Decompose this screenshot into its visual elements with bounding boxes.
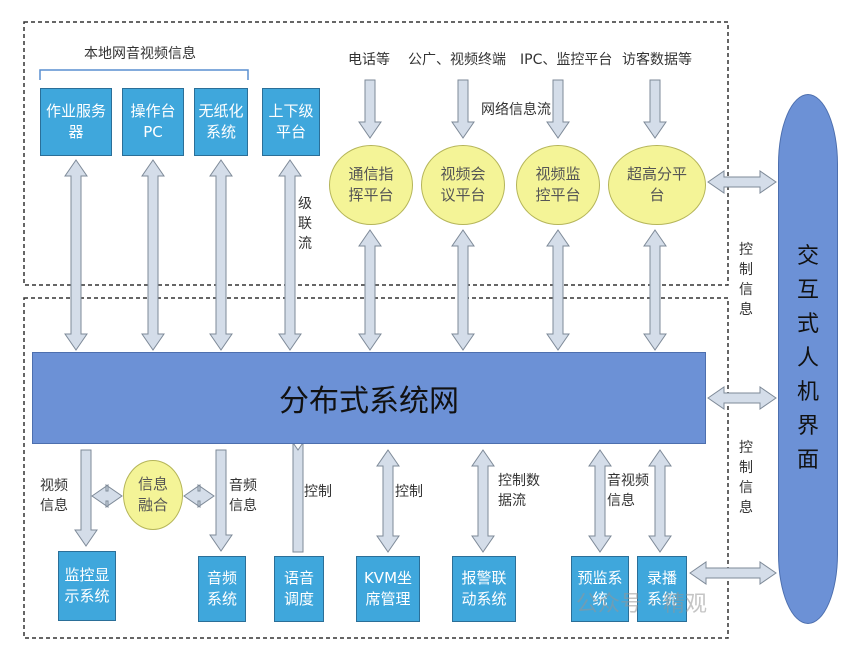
source-broadcast-label: 公广、视频终端 <box>408 52 506 68</box>
conference-bus-arrow <box>451 229 475 351</box>
control-info-label-upper: 控制信息 <box>739 242 753 318</box>
info-fusion-node: 信息 融合 <box>123 460 183 530</box>
upper-lower-bus-arrow <box>278 159 302 351</box>
video-monitoring-platform-node: 视频监 控平台 <box>516 145 600 225</box>
ultra-hd-bus-arrow <box>643 229 667 351</box>
upper-lower-platform-box: 上下级 平台 <box>262 88 320 156</box>
kvm-control-label: 控制 <box>395 484 423 500</box>
command-bus-arrow <box>358 229 382 351</box>
av-info-label: 音视频 信息 <box>607 473 649 509</box>
flow-arrows <box>64 79 777 585</box>
source-phone-label: 电话等 <box>348 52 390 68</box>
console-pc-box: 操作台 PC <box>122 88 184 156</box>
recording-broadcast-system-box: 录播 系统 <box>637 556 687 622</box>
hmi-label: 交互式人机界面 <box>796 244 819 473</box>
control-info-label-lower: 控制信息 <box>739 440 753 516</box>
ipc-to-monitoring-arrow <box>546 79 570 139</box>
top-group-bracket <box>39 69 249 80</box>
cascade-flow-label: 级联流 <box>298 196 312 252</box>
interactive-hmi-panel: 交互式人机界面 <box>778 94 838 624</box>
recording-bus-arrow <box>648 449 672 553</box>
network-flow-label: 网络信息流 <box>481 102 551 118</box>
broadcast-to-conference-arrow <box>451 79 475 139</box>
paperless-system-box: 无纸化 系统 <box>194 88 248 156</box>
fusion-audio-arrow <box>183 484 215 508</box>
audio-info-label: 音频 信息 <box>229 478 257 514</box>
kvm-seat-management-box: KVM坐 席管理 <box>356 556 420 622</box>
command-platform-node: 通信指 挥平台 <box>329 145 413 225</box>
video-conference-platform-node: 视频会 议平台 <box>421 145 505 225</box>
monitor-display-system-box: 监控显 示系统 <box>58 551 116 621</box>
visitor-to-ultra-hd-arrow <box>643 79 667 139</box>
recording-hmi-arrow <box>689 561 777 585</box>
video-fusion-arrow <box>91 484 123 508</box>
watermark: 公众号 · 精观 <box>576 592 707 617</box>
voice-dispatch-box: 语音 调度 <box>274 556 324 622</box>
bottom-region-border <box>23 297 729 639</box>
job-server-box: 作业服务 器 <box>40 88 112 156</box>
control-data-flow-label: 控制数 据流 <box>498 473 540 509</box>
phone-to-command-arrow <box>358 79 382 139</box>
preview-bus-arrow <box>588 449 612 553</box>
alarm-bus-arrow <box>471 449 495 553</box>
console-pc-bus-arrow <box>141 159 165 351</box>
source-ipc-label: IPC、监控平台 <box>520 52 613 68</box>
bus-hmi-arrow <box>707 386 777 410</box>
monitoring-bus-arrow <box>546 229 570 351</box>
ultra-hd-hmi-arrow <box>707 170 777 194</box>
bus-to-audio-arrow <box>209 449 233 552</box>
voice-control-label: 控制 <box>304 484 332 500</box>
bus-label: 分布式系统网 <box>279 384 459 419</box>
job-server-bus-arrow <box>64 159 88 351</box>
distributed-system-network-bus: 分布式系统网 <box>32 352 706 444</box>
top-group-label: 本地网音视频信息 <box>84 46 196 62</box>
audio-system-box: 音频 系统 <box>198 556 246 622</box>
ultra-hd-platform-node: 超高分平 台 <box>608 145 706 225</box>
preview-monitor-system-box: 预监系 统 <box>571 556 629 622</box>
bus-to-monitor-display-arrow <box>74 449 98 547</box>
top-region-border <box>23 21 729 286</box>
kvm-bus-arrow <box>376 449 400 553</box>
alarm-linkage-system-box: 报警联 动系统 <box>452 556 516 622</box>
video-info-label: 视频 信息 <box>40 478 68 514</box>
paperless-bus-arrow <box>209 159 233 351</box>
source-visitor-label: 访客数据等 <box>622 52 692 68</box>
